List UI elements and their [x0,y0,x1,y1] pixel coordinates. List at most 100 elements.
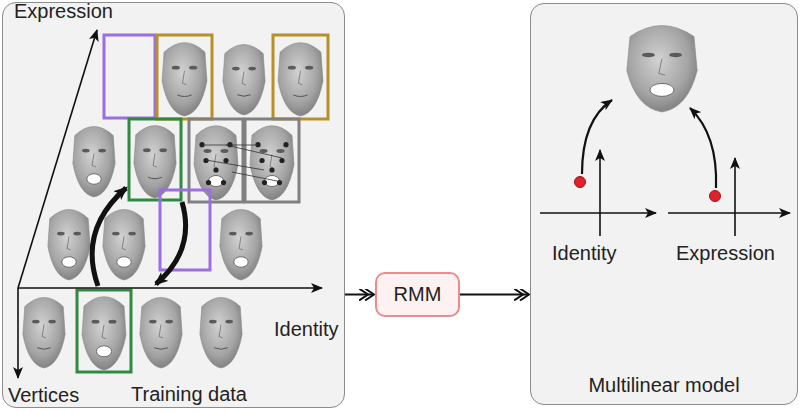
expression-axis [734,158,736,236]
panel-ground [530,3,798,405]
nose [122,237,126,251]
eye [260,149,268,153]
eye [48,320,56,324]
face-outline [103,210,145,281]
landmark-dot [223,158,228,163]
panel-title: Training data [131,383,247,406]
face-scan [48,210,90,281]
nose [102,325,106,339]
eye [172,66,180,70]
eye [305,66,313,70]
landmark-dot [262,180,267,185]
correspondence-lines [202,145,282,182]
eye [204,149,212,153]
eye [209,320,217,324]
nose [159,325,163,339]
eye [32,320,40,324]
eye [112,232,120,236]
eye [143,148,151,152]
nose [219,325,223,339]
landmark-dot [206,180,211,185]
eye [109,320,117,324]
curved-arrow [156,202,186,284]
eye [669,53,682,58]
highlight-frame [273,35,328,119]
eye [225,320,233,324]
highlight-frame [77,290,131,372]
red-dot [710,191,721,202]
face-outline [223,45,265,116]
face-scan [627,26,697,112]
highlight-frame [129,119,181,200]
face-outline [278,43,323,116]
eye [189,66,197,70]
face-outline [140,298,182,369]
flow-arrow [345,294,374,296]
highlight-frame [245,119,299,202]
nose [298,71,302,85]
nose [153,153,157,167]
axis-label: Identity [274,318,338,341]
mouth [209,176,224,187]
curved-arrow [92,188,126,286]
landmark-dot [283,142,288,147]
nose [67,237,71,251]
box-label: RMM [394,283,442,306]
nose [659,59,665,76]
eye [128,232,136,236]
eye [277,149,285,153]
face-outline [134,126,176,198]
face-outline [73,127,115,198]
expression-axis [668,212,790,214]
face-scan [103,210,145,281]
landmark-dot [213,167,218,172]
eye [229,232,237,236]
landmark-dot [269,167,274,172]
mouth [293,95,307,97]
axis-label: Vertices [8,384,79,407]
panel-box: Training data [2,2,345,408]
face-scan [162,43,207,116]
red-dot [575,177,586,188]
eye [288,66,296,70]
face-grid [23,26,697,372]
face-scan [73,127,115,198]
eye [642,53,655,58]
face-scan [250,126,294,200]
axis-label: Identity [552,242,616,265]
curved-arrow [690,108,716,188]
axis-label: Expression [676,242,775,265]
eye [92,320,100,324]
flow-arrow [460,294,529,296]
mouth [650,83,674,96]
nose [242,72,246,86]
face-outline [250,126,294,200]
panel-box: Multilinear model [530,3,798,405]
face-outline [162,43,207,116]
eye [82,149,90,153]
eye [232,67,240,71]
nose [182,71,186,85]
face-outline [82,297,126,370]
highlight-frame [104,35,155,118]
face-scan [200,298,242,369]
identity-axis [599,150,601,236]
mouth [214,348,227,350]
landmark-dot [259,158,264,163]
face-scan [134,126,176,198]
mouth [237,95,250,97]
nose [42,325,46,339]
vertices-axis [17,288,19,378]
face-outline [48,210,90,281]
face-outline [627,26,697,112]
process-box: RMM [375,272,460,317]
nose [92,154,96,168]
eye [248,67,256,71]
axis-label: Expression [14,0,113,23]
mouth [37,348,50,350]
eye [149,320,157,324]
face-outline [200,298,242,369]
